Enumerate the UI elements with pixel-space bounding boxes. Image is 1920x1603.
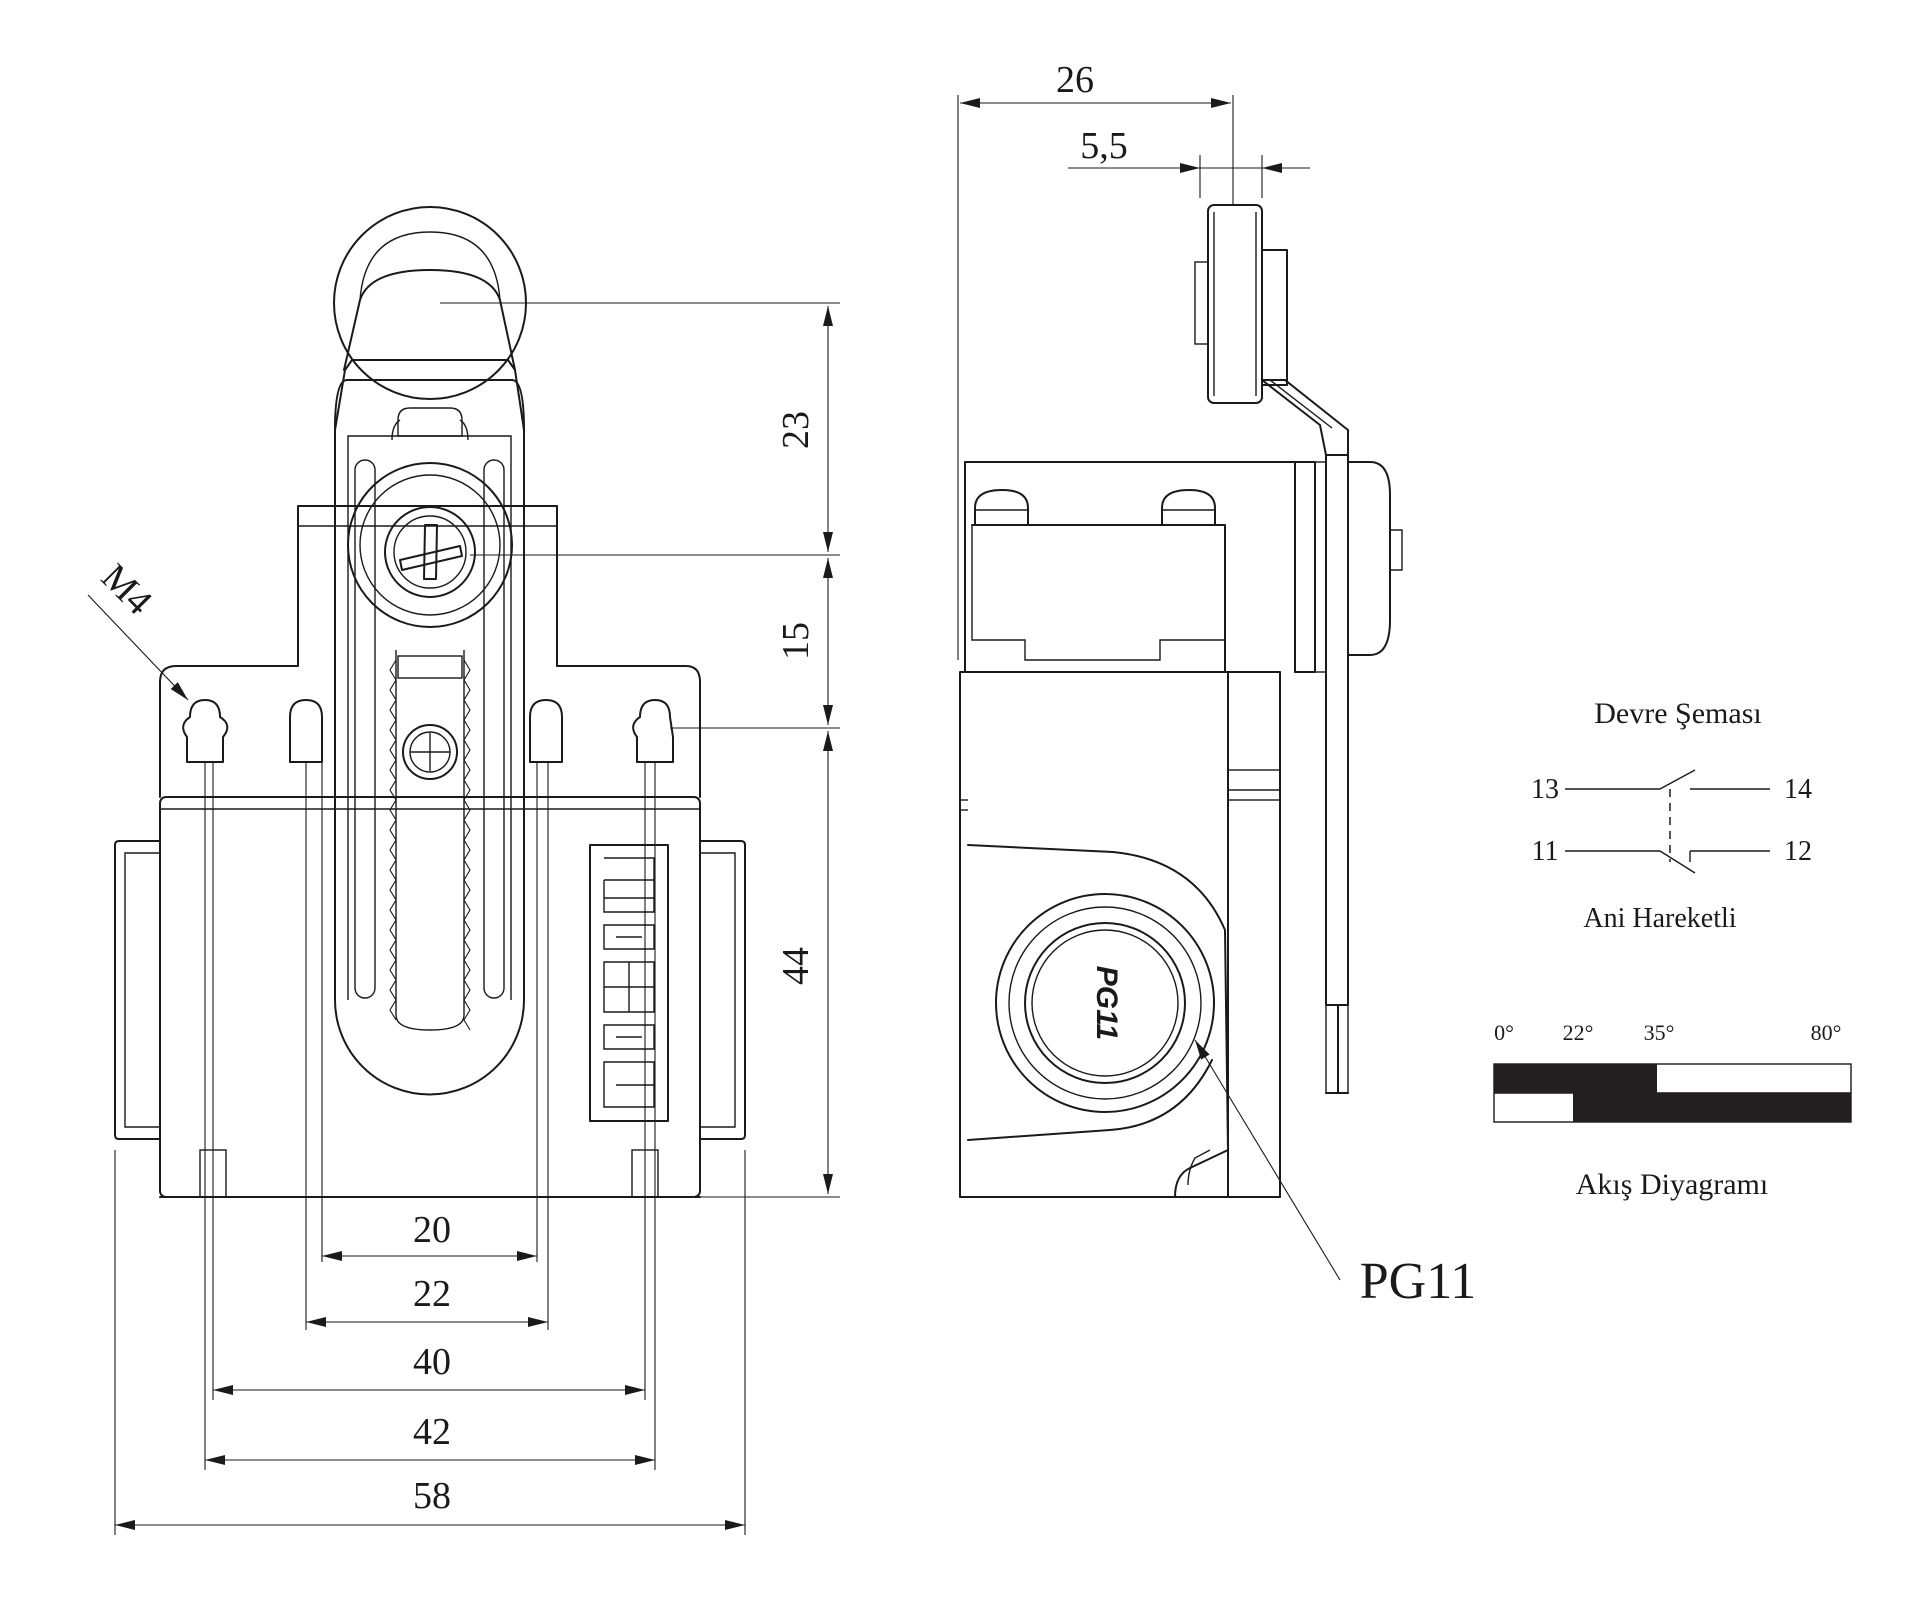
flow-title: Akış Diyagramı: [1576, 1168, 1768, 1201]
mounting-slot: [182, 699, 229, 763]
dim-58: 58: [413, 1475, 451, 1517]
pg11-label: PG11: [1360, 1253, 1477, 1310]
side-view: PG11: [959, 204, 1403, 1198]
flow-bar-bottom: [1573, 1093, 1851, 1122]
dim-5-5: 5,5: [1080, 125, 1128, 167]
dim-m4: M4: [93, 556, 160, 623]
circuit-caption: Ani Hareketli: [1583, 903, 1736, 934]
mounting-slot: [529, 699, 563, 763]
terminal-11: 11: [1532, 836, 1559, 867]
dim-42: 42: [413, 1411, 451, 1453]
gland-cap-label: PG11: [1090, 966, 1123, 1041]
dim-15: 15: [775, 622, 817, 660]
flow-angle-80: 80°: [1811, 1020, 1842, 1045]
terminal-12: 12: [1784, 836, 1812, 867]
terminal-14: 14: [1784, 774, 1812, 805]
mounting-slot: [289, 699, 323, 763]
flow-angle-35: 35°: [1644, 1020, 1675, 1045]
side-dimensions: 26 5,5 PG11: [957, 59, 1477, 1310]
dim-44: 44: [775, 947, 817, 985]
circuit-title: Devre Şeması: [1594, 697, 1761, 730]
dim-23: 23: [775, 411, 817, 449]
flow-angle-0: 0°: [1494, 1020, 1514, 1045]
terminal-13: 13: [1531, 774, 1559, 805]
dim-26: 26: [1056, 59, 1094, 101]
flow-angle-22: 22°: [1563, 1020, 1594, 1045]
front-view: emas: [114, 206, 746, 1198]
brand-logo: emas: [603, 857, 655, 1108]
front-dimensions: 23 15 44 20 22 40 42 58 M4: [87, 302, 840, 1535]
mounting-slot: [632, 699, 674, 763]
circuit-diagram: Devre Şeması 13 14 11 12 Ani Hareketli: [1531, 697, 1812, 934]
dim-22: 22: [413, 1273, 451, 1315]
dim-20: 20: [413, 1209, 451, 1251]
flow-diagram: 0° 22° 35° 80° Akış Diyagramı: [1493, 1020, 1852, 1201]
flow-bar-top: [1494, 1064, 1657, 1093]
dim-40: 40: [413, 1341, 451, 1383]
